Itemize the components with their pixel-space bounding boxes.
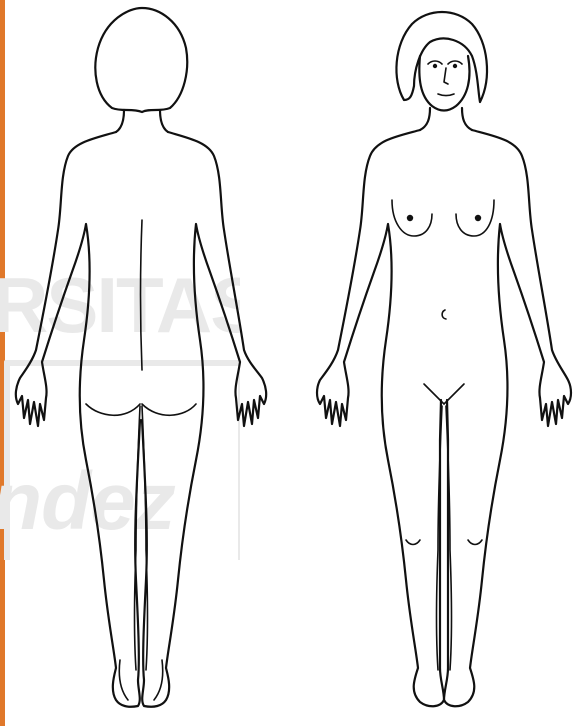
front-left-eye [428,61,442,64]
back-right-side [142,132,266,707]
back-heels [119,660,162,700]
front-right-nipple [475,215,481,221]
figure-back-view [16,8,266,707]
front-nose [444,68,448,84]
front-mouth [438,94,454,96]
front-left-side [317,130,444,706]
back-left-side [16,132,140,707]
front-left-pupil [433,64,437,68]
front-navel [442,310,446,319]
front-groin [424,384,464,404]
back-inner-legs [135,406,148,670]
front-left-nipple [407,215,413,221]
front-right-pupil [453,64,457,68]
front-knees [406,540,482,545]
back-hair [95,8,187,112]
figure-front-view [317,12,571,706]
back-spine [141,220,143,370]
back-neck [116,110,168,132]
back-buttocks [86,404,196,415]
front-right-side [444,130,571,706]
front-hair [396,12,487,102]
front-right-eye [448,61,462,64]
front-inner-legs [437,406,452,670]
